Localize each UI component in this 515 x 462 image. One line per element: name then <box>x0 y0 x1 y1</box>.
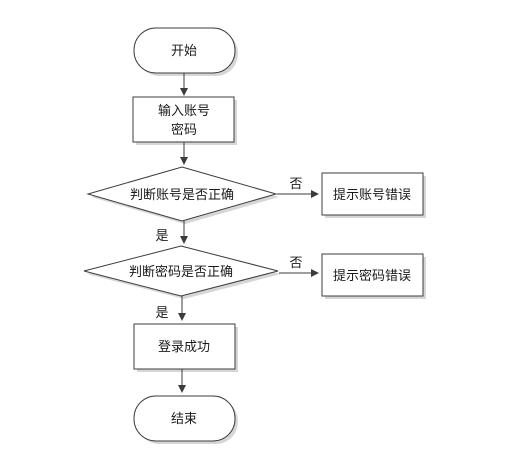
check-account-label: 判断账号是否正确 <box>130 188 234 203</box>
arrowhead <box>180 236 188 244</box>
node-shadows <box>87 31 426 444</box>
password-error-box <box>321 253 424 297</box>
arrowhead <box>180 157 188 165</box>
login-success-box <box>133 323 236 370</box>
login-success-label: 登录成功 <box>158 340 210 355</box>
end-label: 结束 <box>171 412 197 427</box>
end-terminal <box>133 395 236 442</box>
input-label-line1: 输入账号 <box>158 103 210 119</box>
check-password-label: 判断密码是否正确 <box>129 264 233 280</box>
check-password-decision <box>83 245 279 297</box>
arrowhead <box>178 313 186 321</box>
password-error-label: 提示密码错误 <box>333 268 411 284</box>
arrowhead <box>180 88 188 96</box>
start-label: 开始 <box>171 44 197 59</box>
account-yes-label: 是 <box>155 229 168 244</box>
input-label-line2: 密码 <box>171 122 197 138</box>
arrowhead <box>311 269 319 277</box>
start-terminal <box>133 27 236 74</box>
check-account-decision <box>86 166 278 222</box>
password-yes-label: 是 <box>155 306 168 321</box>
account-no-label: 否 <box>289 177 302 192</box>
arrowhead <box>178 385 186 393</box>
edges <box>178 73 319 393</box>
input-process-box <box>132 96 235 143</box>
arrowhead <box>311 190 319 198</box>
account-error-label: 提示账号错误 <box>333 187 411 203</box>
password-no-label: 否 <box>289 256 302 271</box>
account-error-box <box>321 172 424 216</box>
